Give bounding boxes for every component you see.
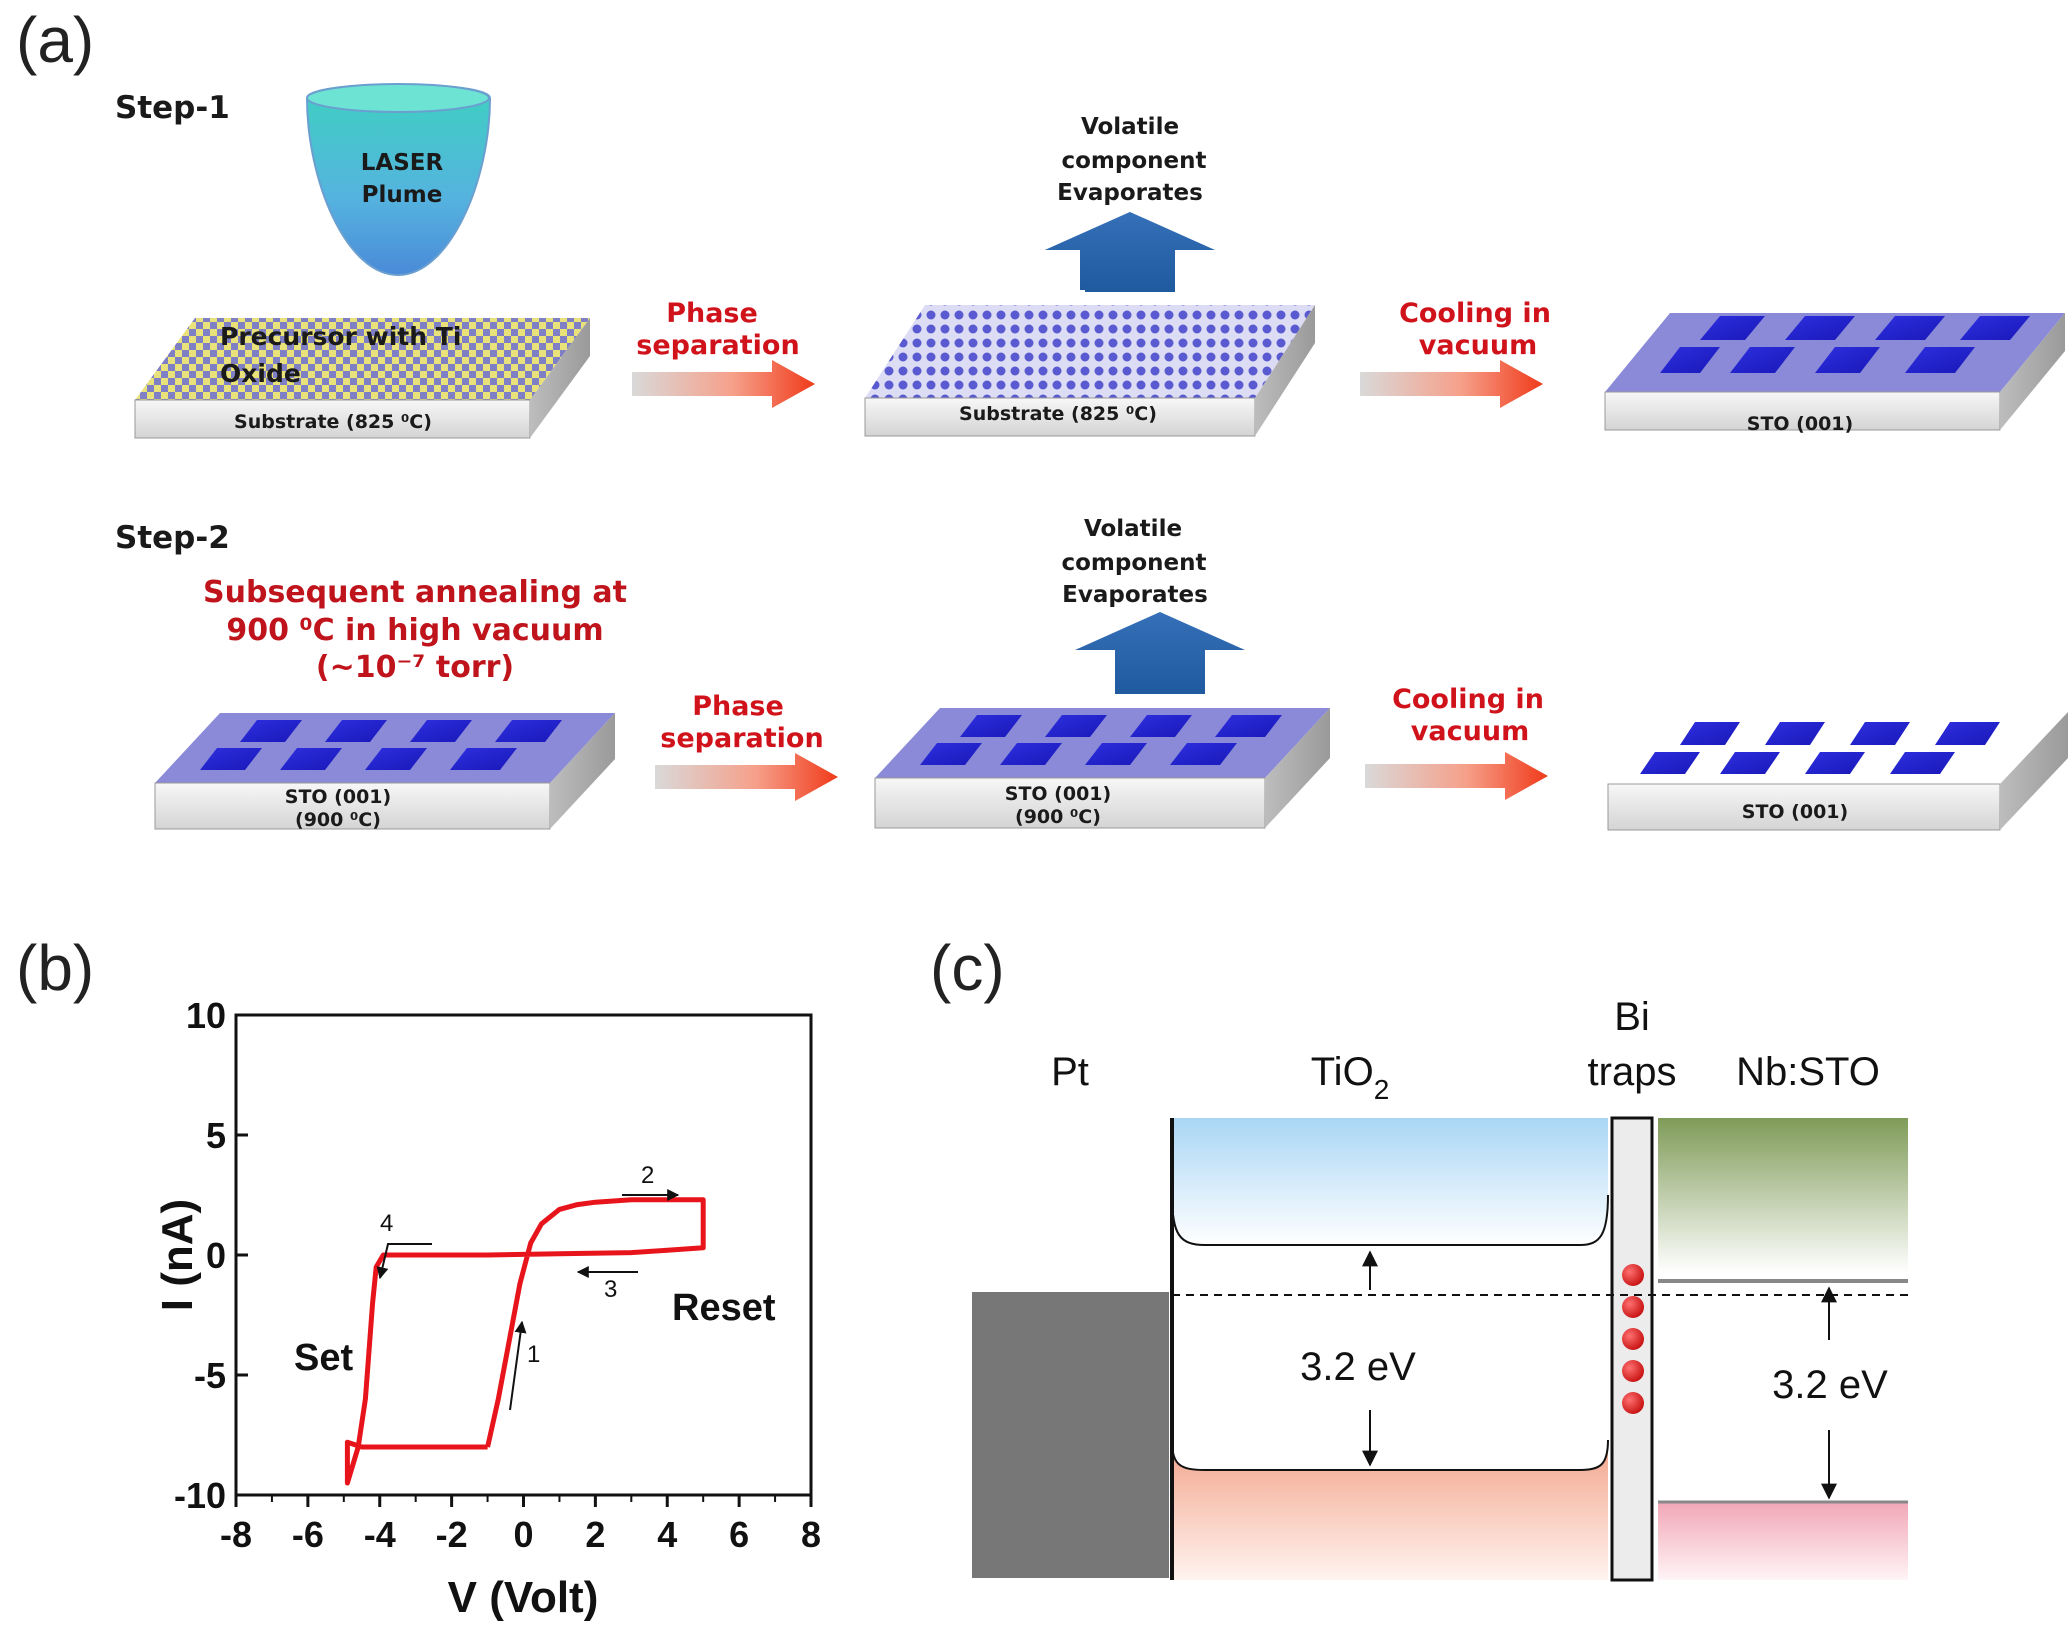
precursor-slab: Precursor with Ti Oxide Substrate (825 ⁰… (134, 318, 590, 439)
cooling1-line1: Cooling in (1399, 298, 1551, 329)
sto2a-line1: STO (001) (285, 786, 391, 808)
x-tick-label: -6 (292, 1514, 324, 1555)
islands-step1 (1660, 316, 2030, 373)
panel-a: (a) Step-1 LASER Plume Precursor with Ti… (16, 4, 2068, 831)
laser-plume: LASER Plume (305, 83, 492, 277)
volatile-group-1: Volatile component Evaporates (1045, 114, 1215, 292)
volatile-up-arrow-2 (1075, 612, 1245, 694)
trap-states (1622, 1264, 1644, 1414)
precursor-label-line1: Precursor with Ti (220, 322, 461, 351)
phase-separation-arrow-2: Phase separation (655, 691, 838, 801)
tio2-valence-band (1172, 1440, 1608, 1580)
sto-slab-step2-a: STO (001) (900 ⁰C) (154, 713, 615, 831)
cooling-arrow-2: Cooling in vacuum (1365, 684, 1548, 800)
phase-sep2-line2: separation (660, 723, 823, 754)
volatile2-line3: Evaporates (1062, 582, 1208, 608)
step2-title: Step-2 (115, 520, 230, 556)
anneal-line2: 900 ⁰C in high vacuum (226, 613, 603, 648)
volatile2-line2: component (1061, 550, 1206, 576)
set-label: Set (294, 1337, 353, 1379)
y-tick-label: 10 (186, 995, 226, 1036)
plot-axes: -8 -6 -4 -2 0 2 4 6 8 10 5 0 -5 -10 (174, 995, 821, 1555)
nbsto-gap-label: 3.2 eV (1772, 1363, 1888, 1407)
phase-separation-arrow-1: Phase separation (632, 298, 815, 408)
sto2b-line1: STO (001) (1005, 783, 1111, 805)
pt-metal-block (972, 1292, 1169, 1578)
x-axis-title: V (Volt) (448, 1573, 599, 1622)
x-tick-label: 4 (657, 1514, 677, 1555)
nbsto-valence-band (1658, 1502, 1908, 1580)
sto2a-line2: (900 ⁰C) (295, 809, 381, 831)
volatile2-line1: Volatile (1084, 516, 1182, 542)
sto-slab-step2-b: STO (001) (900 ⁰C) (874, 708, 1330, 829)
cooling2-line1: Cooling in (1392, 684, 1544, 715)
volatile1-line1: Volatile (1081, 114, 1179, 140)
x-tick-label: 6 (729, 1514, 749, 1555)
tio2-label: TiO2 (1311, 1050, 1390, 1105)
anneal-line1: Subsequent annealing at (203, 575, 627, 610)
seg-label-4: 4 (380, 1210, 393, 1237)
panel-b: (b) -8 -6 -4 -2 0 2 4 6 8 10 5 0 -5 -10 V (Volt) I (n… (16, 932, 821, 1622)
x-tick-label: 0 (513, 1514, 533, 1555)
iv-curve (344, 1197, 706, 1486)
traps-label: traps (1588, 1050, 1677, 1094)
sto2c-label: STO (001) (1742, 801, 1848, 823)
panel-c: (c) Pt TiO2 Bi traps Nb:STO (930, 932, 1908, 1582)
panel-b-letter: (b) (16, 932, 94, 1004)
volatile1-line2: component (1061, 148, 1206, 174)
seg-arrow-4 (376, 1243, 432, 1280)
seg-label-3: 3 (604, 1276, 617, 1303)
reset-label: Reset (672, 1287, 776, 1329)
precursor-label-line2: Oxide (220, 359, 301, 388)
y-tick-label: -10 (174, 1475, 226, 1516)
phase-sep1-line1: Phase (666, 298, 758, 329)
y-tick-label: 0 (206, 1235, 226, 1276)
panel-c-letter: (c) (930, 932, 1005, 1004)
iv-series-line (344, 1197, 706, 1486)
bi-label: Bi (1614, 995, 1650, 1039)
cooling-arrow-1: Cooling in vacuum (1360, 298, 1551, 408)
nbsto-label: Nb:STO (1736, 1050, 1880, 1094)
volatile-slab: Substrate (825 ⁰C) (864, 305, 1315, 437)
panel-a-letter: (a) (16, 4, 94, 76)
substrate2-label: Substrate (825 ⁰C) (959, 403, 1157, 425)
pt-label: Pt (1051, 1050, 1089, 1094)
x-tick-label: -4 (364, 1514, 396, 1555)
sto-slab-step1: STO (001) (1604, 313, 2065, 435)
seg-label-1: 1 (527, 1341, 540, 1368)
seg-arrow-1 (509, 1320, 527, 1411)
x-tick-label: 2 (585, 1514, 605, 1555)
substrate1-label: Substrate (825 ⁰C) (234, 411, 432, 433)
tio2-conduction-band (1172, 1118, 1608, 1245)
phase-sep1-line2: separation (636, 330, 799, 361)
y-axis-title: I (nA) (153, 1199, 202, 1311)
x-tick-label: -8 (220, 1514, 252, 1555)
sto-slab-step2-c: STO (001) (1607, 712, 2068, 831)
seg-label-2: 2 (641, 1162, 654, 1189)
step1-title: Step-1 (115, 90, 230, 126)
volatile-group-2: Volatile component Evaporates (1061, 516, 1245, 694)
phase-sep2-line1: Phase (692, 691, 784, 722)
cooling1-line2: vacuum (1419, 330, 1537, 361)
volatile1-line3: Evaporates (1057, 180, 1203, 206)
nbsto-conduction-band (1658, 1118, 1908, 1273)
tio2-gap-label: 3.2 eV (1300, 1345, 1416, 1389)
cooling2-line2: vacuum (1411, 716, 1529, 747)
laser-label-line1: LASER (361, 150, 444, 176)
x-tick-label: 8 (801, 1514, 821, 1555)
sto-step1-label: STO (001) (1747, 413, 1853, 435)
laser-label-line2: Plume (362, 182, 443, 208)
anneal-line3: (~10⁻⁷ torr) (316, 650, 514, 685)
sto2b-line2: (900 ⁰C) (1015, 806, 1101, 828)
y-tick-label: -5 (194, 1355, 226, 1396)
y-tick-label: 5 (206, 1115, 226, 1156)
x-tick-label: -2 (436, 1514, 468, 1555)
